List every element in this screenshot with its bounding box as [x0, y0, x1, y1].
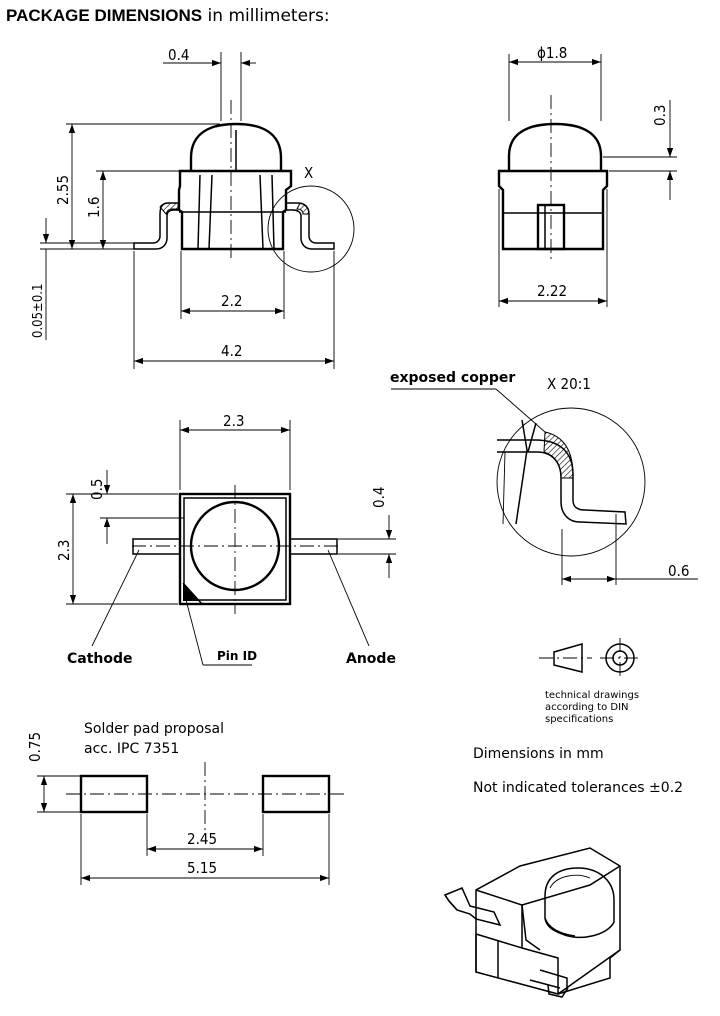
- projection-symbol: technical drawings according to DIN spec…: [539, 638, 642, 725]
- dim-side-body-height: 1.6: [85, 197, 103, 218]
- solder-pad-title-1: Solder pad proposal: [84, 721, 224, 737]
- side-view: X 0.4 2.55 1.6 0.05±0.1 2.2 4.2: [31, 46, 355, 369]
- side-lead-left: [133, 202, 180, 250]
- detail-view: X 20:1 exposed copper 0.6: [390, 370, 698, 585]
- solder-pad-title-2: acc. IPC 7351: [84, 741, 179, 757]
- label-anode: Anode: [346, 651, 396, 667]
- projection-note-2: according to DIN: [545, 702, 629, 713]
- page-header: PACKAGE DIMENSIONS in millimeters:: [6, 6, 330, 26]
- dim-side-top: 0.4: [168, 46, 189, 64]
- dim-top-offset: 0.5: [88, 479, 106, 500]
- note-tolerance: Not indicated tolerances ±0.2: [473, 780, 683, 796]
- top-view: 2.3 2.3 0.5 0.4 Cathode Pin ID Anode: [55, 412, 396, 667]
- note-units: Dimensions in mm: [473, 746, 604, 762]
- dim-side-standoff: 0.05±0.1: [31, 284, 46, 338]
- dim-side-overall-width: 4.2: [221, 342, 242, 360]
- solder-pad-view: Solder pad proposal acc. IPC 7351 0.75 2…: [26, 721, 345, 885]
- detail-circle: [496, 407, 646, 557]
- isometric-view: [443, 847, 621, 998]
- projection-note-1: technical drawings: [545, 690, 639, 701]
- dim-pad-total: 5.15: [187, 859, 217, 877]
- dim-top-lead: 0.4: [370, 487, 388, 508]
- dim-front-width: 2.22: [537, 282, 567, 300]
- detail-title: X 20:1: [547, 375, 591, 393]
- label-pin-id: Pin ID: [217, 649, 257, 663]
- front-lens-dome: [507, 122, 603, 171]
- dim-front-lens: ϕ1.8: [537, 44, 567, 62]
- header-title-bold: PACKAGE DIMENSIONS: [6, 6, 203, 25]
- label-exposed-copper: exposed copper: [390, 370, 515, 386]
- header-title-rest: in millimeters:: [202, 6, 330, 26]
- dim-side-body-width: 2.2: [221, 292, 242, 310]
- dim-pad-height: 0.75: [26, 732, 44, 762]
- dim-pad-gap: 2.45: [187, 830, 217, 848]
- side-body: [177, 169, 293, 251]
- dim-side-height: 2.55: [54, 175, 72, 205]
- label-cathode: Cathode: [67, 651, 133, 667]
- front-view: ϕ1.8 0.3 2.22: [497, 44, 677, 307]
- projection-cone-icon: [553, 643, 583, 673]
- front-body: [497, 169, 609, 251]
- side-lead-right: [286, 202, 335, 250]
- detail-x-marker: X: [304, 164, 313, 182]
- detail-x-circle: [267, 185, 355, 273]
- dim-detail-lead: 0.6: [668, 562, 689, 580]
- projection-note-3: specifications: [545, 714, 613, 725]
- dim-top-width: 2.3: [223, 412, 244, 430]
- iso-lens-dome: [544, 867, 615, 939]
- dim-top-height: 2.3: [55, 540, 73, 561]
- side-lens-dome: [189, 122, 283, 171]
- dim-front-offset: 0.3: [651, 105, 669, 126]
